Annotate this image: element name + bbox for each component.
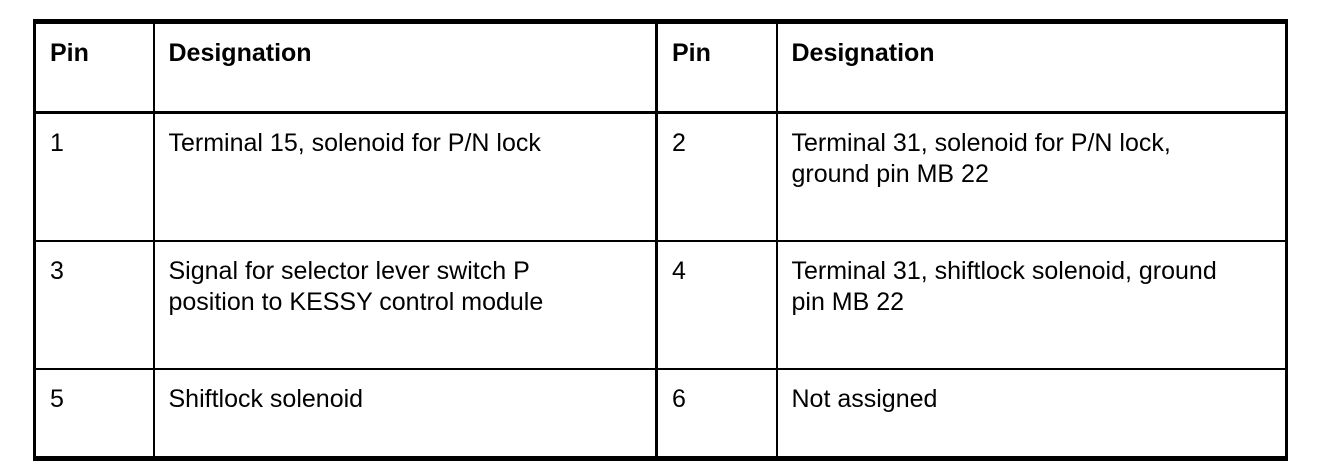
pin-number: 2	[672, 129, 686, 157]
table-row: 1 Terminal 15, solenoid for P/N lock 2 T…	[34, 112, 1287, 242]
pin-number: 1	[50, 129, 64, 157]
cell-pin-left: 1	[34, 112, 155, 242]
header-row: Pin Designation Pin Designation	[34, 21, 1287, 114]
designation-text: Terminal 15, solenoid for P/N lock	[168, 129, 541, 157]
cell-designation-right: Terminal 31, shiftlock solenoid, ground …	[776, 241, 1287, 370]
table-header: Pin Designation Pin Designation	[34, 21, 1287, 114]
table-row: 5 Shiftlock solenoid 6 Not assigned	[34, 369, 1287, 459]
designation-text: Terminal 31, solenoid for P/N lock, grou…	[791, 129, 1171, 188]
column-header-designation-right: Designation	[776, 21, 1287, 114]
table-body: 1 Terminal 15, solenoid for P/N lock 2 T…	[34, 112, 1287, 459]
cell-designation-right: Not assigned	[776, 369, 1287, 459]
pin-assignment-table: Pin Designation Pin Designation 1 Termin…	[33, 19, 1288, 461]
column-header-designation-left: Designation	[153, 21, 658, 114]
cell-designation-left: Terminal 15, solenoid for P/N lock	[153, 112, 658, 242]
pin-number: 5	[50, 385, 64, 413]
pin-number: 3	[50, 257, 64, 285]
designation-text: Not assigned	[791, 385, 938, 413]
designation-text: Terminal 31, shiftlock solenoid, ground …	[791, 257, 1217, 316]
cell-designation-left: Shiftlock solenoid	[153, 369, 658, 459]
cell-pin-right: 6	[656, 369, 778, 459]
pin-number: 4	[672, 257, 686, 285]
cell-pin-right: 4	[656, 241, 778, 370]
cell-designation-left: Signal for selector lever switch P posit…	[153, 241, 658, 370]
column-header-pin-left: Pin	[34, 21, 155, 114]
cell-pin-left: 5	[34, 369, 155, 459]
table-row: 3 Signal for selector lever switch P pos…	[34, 241, 1287, 370]
cell-pin-right: 2	[656, 112, 778, 242]
designation-text: Signal for selector lever switch P posit…	[168, 257, 544, 316]
cell-designation-right: Terminal 31, solenoid for P/N lock, grou…	[776, 112, 1287, 242]
column-header-pin-right: Pin	[656, 21, 778, 114]
cell-pin-left: 3	[34, 241, 155, 370]
page-root: Pin Designation Pin Designation 1 Termin…	[33, 19, 1288, 461]
designation-text: Shiftlock solenoid	[168, 385, 364, 413]
pin-number: 6	[672, 385, 686, 413]
